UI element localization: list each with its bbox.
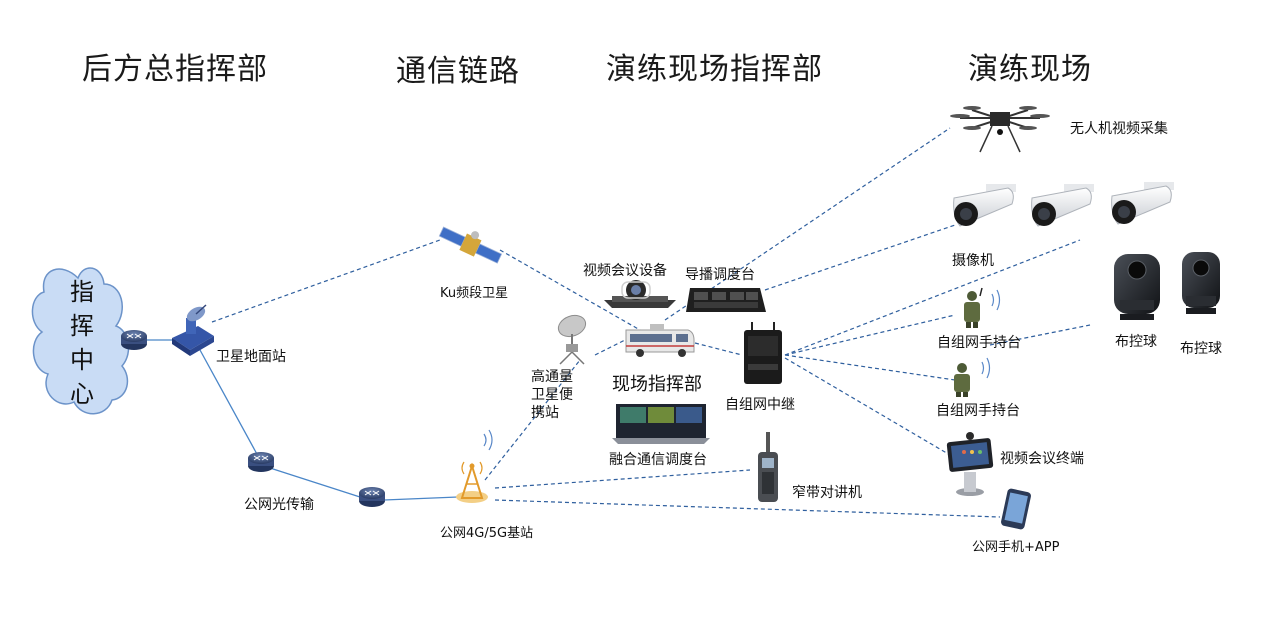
router-icon-3: [359, 487, 385, 507]
command-center-char-3: 中: [70, 346, 94, 374]
soldier-handheld-icon-1: [964, 287, 1001, 328]
link-relay-dome: [784, 239, 1081, 356]
label-ku-satellite: Ku频段卫星: [440, 286, 509, 301]
camera-icon-2: [1031, 184, 1094, 227]
ku-satellite-icon: [438, 226, 503, 264]
label-uav-capture: 无人机视频采集: [1070, 121, 1168, 137]
label-hts-portable-3: 携站: [531, 405, 559, 421]
link-hts-fieldhq: [594, 339, 626, 356]
link-handheld1-dome1: [989, 324, 1091, 346]
link-satstation-ku: [211, 239, 441, 323]
link-basestation-hts: [484, 359, 581, 481]
label-handheld-1: 自组网手持台: [937, 335, 1021, 351]
command-center-char-1: 指: [70, 278, 94, 306]
label-sat-ground-station: 卫星地面站: [216, 349, 286, 365]
link-relay-handheld1: [784, 314, 956, 356]
camera-icon-1: [953, 184, 1016, 227]
camera-icon-3: [1111, 182, 1174, 225]
command-vehicle-icon: [625, 324, 695, 357]
label-narrowband-radio: 窄带对讲机: [792, 485, 862, 501]
link-director-camera: [764, 224, 956, 291]
walkie-talkie-icon: [758, 432, 778, 502]
label-dome-2: 布控球: [1180, 341, 1222, 357]
header-comm-link: 通信链路: [396, 54, 520, 89]
router-icon-1: [121, 330, 147, 350]
label-fusion-console: 融合通信调度台: [609, 452, 707, 468]
label-handheld-2: 自组网手持台: [936, 403, 1020, 419]
label-mesh-relay: 自组网中继: [725, 397, 795, 413]
label-hts-portable-2: 卫星便: [531, 387, 573, 403]
label-hts-portable-1: 高通量: [531, 369, 573, 385]
drone-icon: [950, 106, 1050, 153]
director-console-icon: [686, 288, 766, 312]
mobile-phone-icon: [1001, 488, 1031, 530]
label-video-conf-device: 视频会议设备: [583, 263, 667, 279]
label-video-terminal: 视频会议终端: [1000, 451, 1084, 467]
label-mobile-app: 公网手机+APP: [972, 540, 1060, 555]
link-fieldhq-relay: [694, 342, 743, 356]
mesh-relay-icon: [744, 322, 782, 384]
link-ku-fieldhq: [499, 249, 641, 331]
soldier-handheld-icon-2: [954, 357, 991, 397]
link-basestation-radio: [494, 469, 751, 489]
label-dome-1: 布控球: [1115, 334, 1157, 350]
label-public-fiber: 公网光传输: [244, 497, 314, 513]
link-router2-basestation: [383, 496, 459, 501]
link-basestation-mobile: [494, 499, 1001, 518]
link-relay-handheld2: [784, 354, 956, 381]
dome-camera-icon-2: [1182, 252, 1220, 314]
cloud-icon: [31, 267, 130, 415]
router-icon-2: [248, 452, 274, 472]
command-center-char-4: 心: [70, 380, 94, 408]
link-satstation-fiber: [199, 349, 259, 457]
portable-satellite-dish-icon: [557, 314, 587, 365]
link-relay-videoterm: [784, 357, 951, 456]
link-fiber-router2: [269, 467, 361, 498]
fusion-console-icon: [612, 404, 710, 444]
label-base-station: 公网4G/5G基站: [440, 526, 534, 541]
command-center-char-2: 挥: [70, 312, 94, 340]
dashed-links: [211, 127, 1091, 518]
header-field-command: 演练现场指挥部: [606, 52, 823, 87]
label-field-hq: 现场指挥部: [612, 374, 702, 395]
base-station-icon: [456, 429, 493, 503]
video-conference-device-icon: [604, 280, 676, 308]
header-exercise-site: 演练现场: [968, 52, 1092, 87]
video-terminal-icon: [946, 432, 994, 496]
label-director-console: 导播调度台: [685, 267, 755, 283]
solid-links: [112, 339, 459, 501]
satellite-ground-station-icon: [172, 304, 214, 356]
dome-camera-icon-1: [1114, 254, 1160, 320]
label-camera: 摄像机: [952, 253, 994, 269]
header-rear-command: 后方总指挥部: [82, 52, 268, 87]
